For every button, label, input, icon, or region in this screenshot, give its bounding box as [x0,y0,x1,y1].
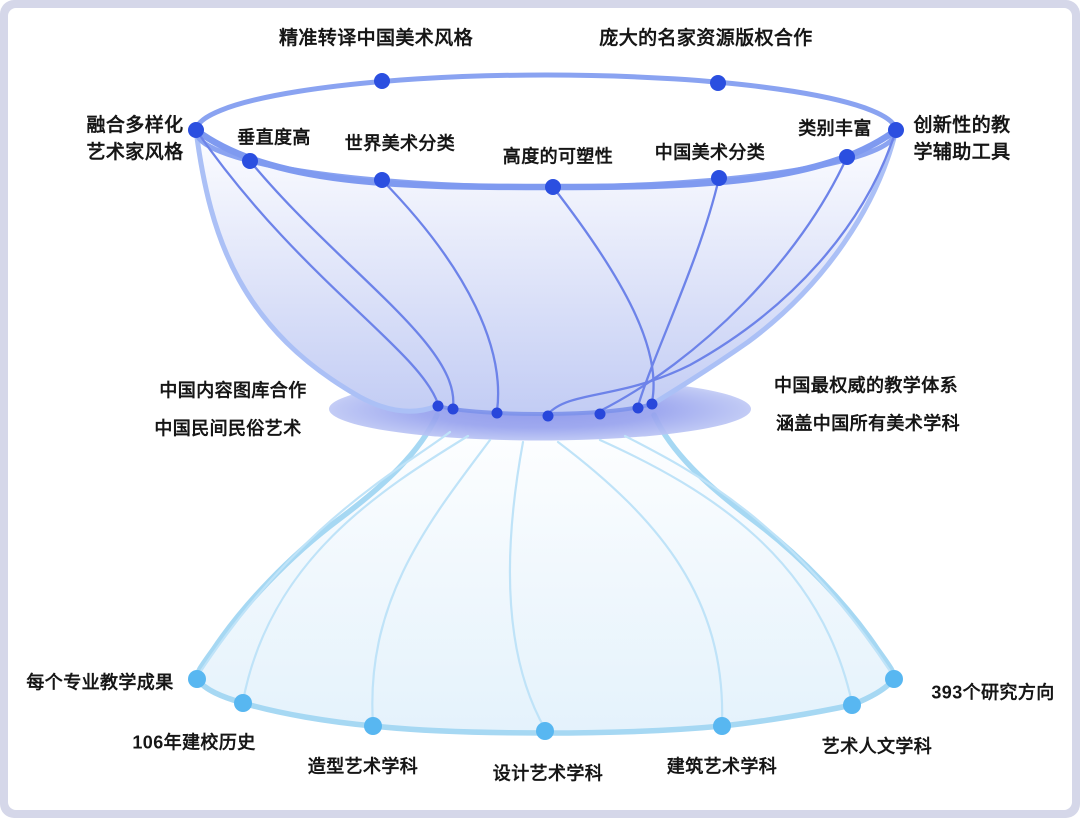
bottom-flow-curve [241,434,470,703]
top-silhouette-right [650,127,899,407]
top-flow-curve [194,128,440,406]
bottom-node-dot [188,670,206,688]
top-node-dot [242,153,258,169]
top-node-dot [188,122,204,138]
top-flow-curve [380,178,500,413]
bottom-funnel-fill [197,415,894,733]
top-flow-curve [248,159,455,409]
bottom-flow-curve [556,440,724,726]
bottom-flow-curve [195,430,452,679]
top-node-dot [545,179,561,195]
top-node-dot [374,172,390,188]
bottom-node-dot [536,722,554,740]
top-flow-curve [546,128,898,416]
bottom-flow-curve [508,440,547,731]
top-node-dot [710,75,726,91]
bottom-nodes [188,670,903,740]
bottom-flow-curve [598,438,854,705]
waist-node-dot [632,402,644,414]
bottom-flow-curve [623,434,896,679]
waist-node-dot [491,407,503,419]
top-node-dot [888,122,904,138]
waist-node-dot [432,400,444,412]
waist-nodes [432,398,658,422]
top-silhouette-left [193,127,440,414]
top-flow-curve [551,185,655,404]
bottom-flow-curve [371,438,492,726]
waist-node-dot [646,398,658,410]
top-flow-curves [194,128,898,416]
bottom-node-dot [234,694,252,712]
bottom-node-dot [885,670,903,688]
top-node-dot [839,149,855,165]
top-flow-curve [598,155,849,413]
bottom-node-dot [713,717,731,735]
bottom-node-dot [843,696,861,714]
waist-node-dot [594,408,606,420]
top-silhouette [193,127,899,414]
waist-node-dot [447,403,459,415]
bottom-node-dot [364,717,382,735]
top-node-dot [711,170,727,186]
top-funnel-fill [196,130,896,415]
top-nodes [188,73,904,195]
bottom-flow-curves [195,430,896,731]
top-node-dot [374,73,390,89]
waist-node-dot [542,410,554,422]
